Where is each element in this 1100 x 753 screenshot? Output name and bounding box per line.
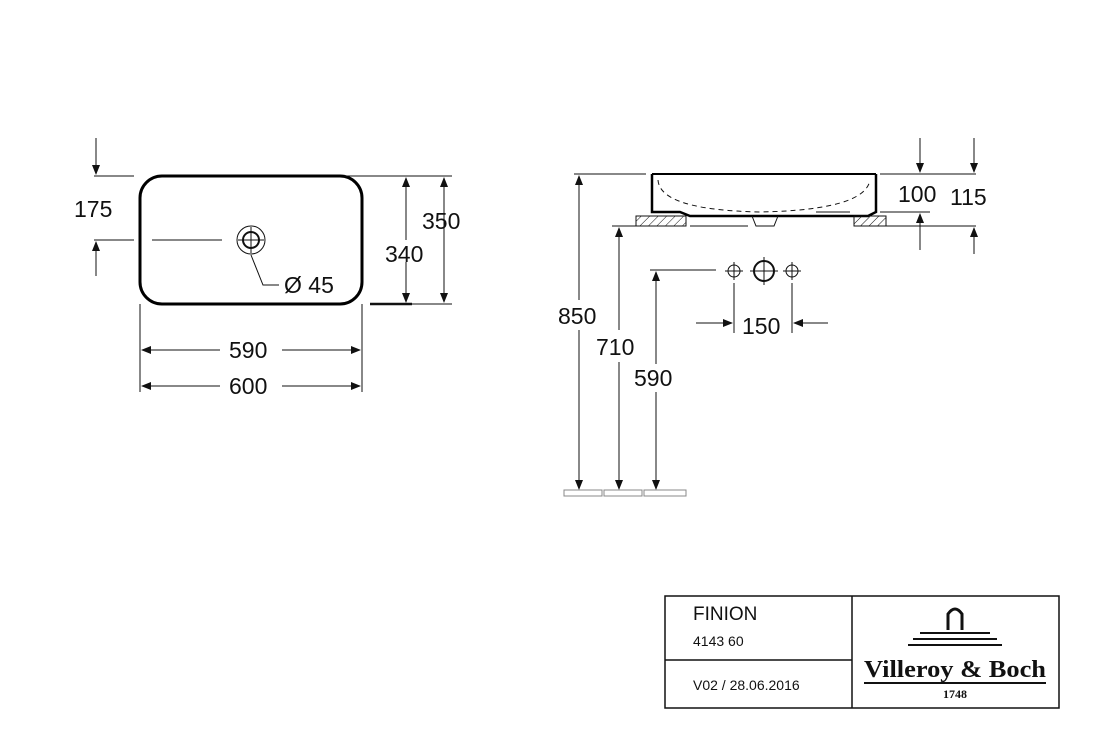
- dim-115-label: 115: [950, 184, 987, 210]
- connection-right-icon: [783, 262, 801, 280]
- brand-logo: Villeroy & Boch 1748: [864, 609, 1046, 701]
- dim-350-label: 350: [422, 208, 460, 234]
- drain-diameter-label: Ø 45: [284, 272, 334, 298]
- countertop-right: [854, 216, 886, 226]
- countertop-left: [636, 216, 686, 226]
- drain-icon: [237, 226, 265, 254]
- basin-outline: [140, 176, 362, 304]
- connection-center-icon: [750, 257, 778, 285]
- drain-leader: [251, 255, 279, 285]
- floor-plate-3: [644, 490, 686, 496]
- floor-plate-2: [604, 490, 642, 496]
- faucet-icon: [908, 609, 1002, 645]
- product-name: FINION: [693, 604, 757, 625]
- drain-body: [752, 216, 778, 226]
- version-date: V02 / 28.06.2016: [693, 677, 800, 693]
- floor-plate-1: [564, 490, 602, 496]
- title-block: [665, 596, 1059, 708]
- brand-name: Villeroy & Boch: [864, 657, 1046, 683]
- dim-710-label: 710: [596, 334, 634, 360]
- side-view: [564, 138, 978, 496]
- dim-100-label: 100: [898, 181, 936, 207]
- article-number: 4143 60: [693, 633, 744, 649]
- top-view: [92, 138, 452, 392]
- basin-side-outline: [652, 174, 876, 216]
- basin-interior-dashed: [658, 180, 870, 212]
- dim-590-top-label: 590: [229, 337, 267, 363]
- dim-600-label: 600: [229, 373, 267, 399]
- dim-175-label: 175: [74, 196, 112, 222]
- dim-150-label: 150: [742, 313, 780, 339]
- dim-340-label: 340: [385, 241, 423, 267]
- dim-850-label: 850: [558, 303, 596, 329]
- dim-590-side-label: 590: [634, 365, 672, 391]
- connection-left-icon: [725, 262, 743, 280]
- brand-year: 1748: [943, 687, 967, 701]
